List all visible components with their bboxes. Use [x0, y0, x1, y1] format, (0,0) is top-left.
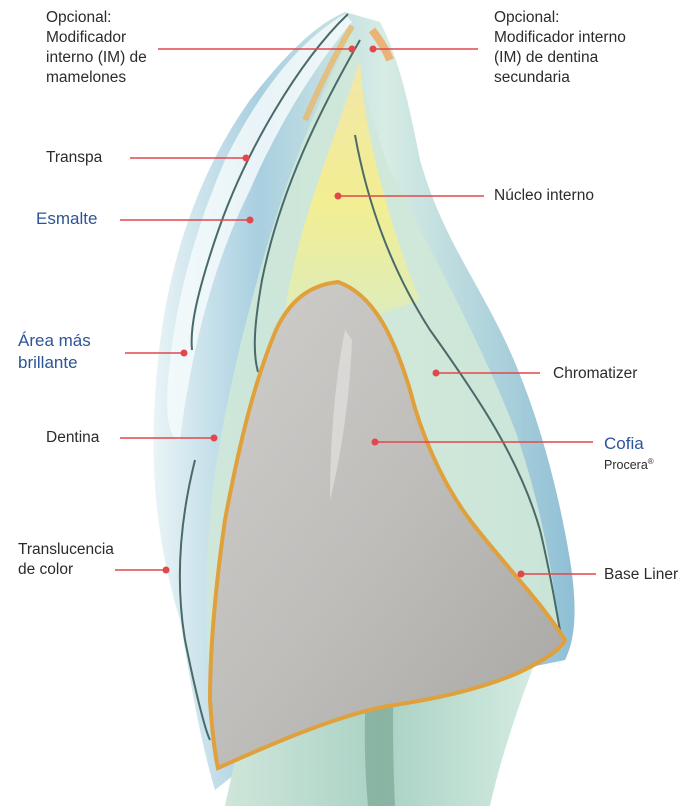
dot-dentina [211, 435, 218, 442]
dot-chromatizer [433, 370, 440, 377]
label-base-liner: Base Liner [604, 565, 678, 585]
label-chromatizer: Chromatizer [553, 364, 637, 384]
dot-cofia [372, 439, 379, 446]
label-procera: Procera [604, 458, 648, 472]
dot-im-mamelones [349, 46, 356, 53]
label-area-brillante: Área más brillante [18, 330, 91, 374]
label-transpa: Transpa [46, 148, 102, 168]
label-im-mamelones: Opcional: Modificador interno (IM) de ma… [46, 8, 147, 88]
label-esmalte: Esmalte [36, 209, 97, 229]
dot-translucencia [163, 567, 170, 574]
label-cofia: Cofia [604, 434, 644, 453]
dot-transpa [243, 155, 250, 162]
label-translucencia: Translucencia de color [18, 540, 114, 580]
registered-mark: ® [648, 457, 654, 466]
label-cofia-group: Cofia Procera® [604, 414, 654, 493]
dot-area-brillante [181, 350, 188, 357]
label-im-dentina-secundaria: Opcional: Modificador interno (IM) de de… [494, 8, 626, 88]
dot-im-dentina-secundaria [370, 46, 377, 53]
dot-base-liner [518, 571, 525, 578]
label-nucleo-interno: Núcleo interno [494, 186, 594, 206]
label-dentina: Dentina [46, 428, 99, 448]
dot-esmalte [247, 217, 254, 224]
dot-nucleo-interno [335, 193, 342, 200]
label-procera-line: Procera® [604, 454, 654, 473]
